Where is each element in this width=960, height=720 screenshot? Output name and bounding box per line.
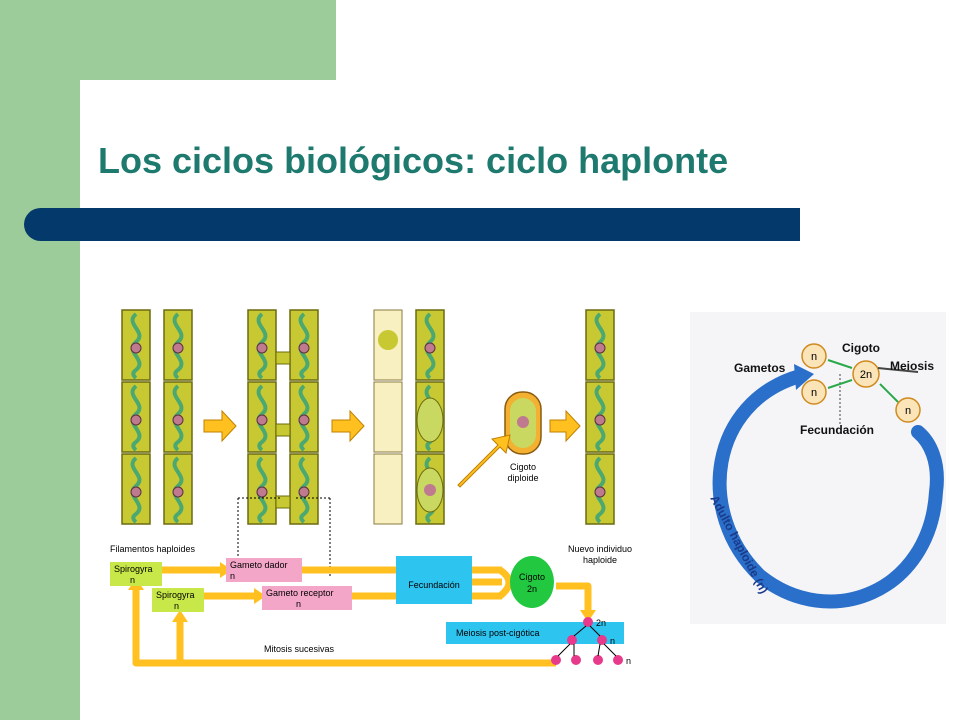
slide-title: Los ciclos biológicos: ciclo haplonte xyxy=(98,140,729,181)
label-nuevo-individuo-1: Nuevo individuo xyxy=(568,544,632,554)
filament-pair-2 xyxy=(246,308,320,526)
flow-cigoto-meiosis xyxy=(556,582,592,610)
top-green-band xyxy=(0,0,336,80)
label-nuevo-individuo-2: haploide xyxy=(583,555,617,565)
text-gamete-1-n: n xyxy=(811,351,817,363)
text-fecundacion: Fecundación xyxy=(408,580,460,590)
box-spirogyra-2 xyxy=(152,588,204,612)
text-spore-n: n xyxy=(905,405,911,417)
text-gamete-2-n: n xyxy=(811,387,817,399)
zygote-cell xyxy=(504,391,542,455)
label-fecundacion: Fecundación xyxy=(800,423,874,437)
text-meiosis-n2: n xyxy=(626,656,631,666)
title-underline-bar xyxy=(24,208,800,241)
label-filamentos: Filamentos haploides xyxy=(110,544,196,554)
cycle-arrowhead xyxy=(794,364,814,390)
box-fecundacion xyxy=(396,556,472,604)
text-spirogyra-1-n: n xyxy=(130,575,135,585)
label-cigoto: Cigoto xyxy=(842,341,880,355)
meiosis-tree: 2n n n xyxy=(551,617,631,666)
label-cigoto-diploide-2: diploide xyxy=(507,473,538,483)
filament-pair-1 xyxy=(120,308,194,526)
text-cigoto: Cigoto xyxy=(519,572,545,582)
label-meiosis: Meiosis xyxy=(890,359,934,373)
filament-new-individual xyxy=(584,308,616,526)
text-cigoto-2n: 2n xyxy=(527,584,537,594)
spore-n xyxy=(895,397,921,423)
box-cigoto xyxy=(510,556,554,608)
text-meiosis: Meiosis post-cigótica xyxy=(456,628,540,638)
gamete-2 xyxy=(801,379,827,405)
label-cigoto-diploide-1: Cigoto xyxy=(510,462,536,472)
label-gametos: Gametos xyxy=(734,361,786,375)
filament-pair-3 xyxy=(373,308,446,526)
text-spirogyra-1: Spirogyra xyxy=(114,564,153,574)
cycle-arc xyxy=(712,369,944,609)
stage-arrow-2 xyxy=(331,409,365,443)
text-zygote-2n: 2n xyxy=(860,369,872,381)
box-gameto-dador xyxy=(226,558,302,582)
zygote-2n xyxy=(852,360,880,388)
box-spirogyra-1 xyxy=(110,562,162,586)
stage-arrow-3 xyxy=(457,434,511,488)
gamete-1 xyxy=(801,343,827,369)
stage-arrow-1 xyxy=(203,409,237,443)
text-mitosis: Mitosis sucesivas xyxy=(264,644,335,654)
text-spirogyra-2: Spirogyra xyxy=(156,590,195,600)
box-meiosis xyxy=(446,622,624,644)
text-gameto-receptor: Gameto receptor xyxy=(266,588,334,598)
stage-arrow-4 xyxy=(549,409,581,443)
spirogyra-cycle-diagram: Filamentos haploides Cigoto diploide Nue… xyxy=(110,308,632,667)
flow-mitosis-return xyxy=(132,585,556,667)
text-spirogyra-2-n: n xyxy=(174,601,179,611)
box-gameto-receptor xyxy=(262,586,352,610)
text-gameto-receptor-n: n xyxy=(296,599,301,609)
text-meiosis-n1: n xyxy=(610,636,615,646)
haplont-cycle-diagram: n n 2n n Gametos Cigoto Meiosis Fecundac… xyxy=(690,312,946,624)
left-green-band xyxy=(0,0,80,720)
text-meiosis-2n: 2n xyxy=(596,618,606,628)
text-gameto-dador: Gameto dador xyxy=(230,560,288,570)
text-gameto-dador-n: n xyxy=(230,571,235,581)
